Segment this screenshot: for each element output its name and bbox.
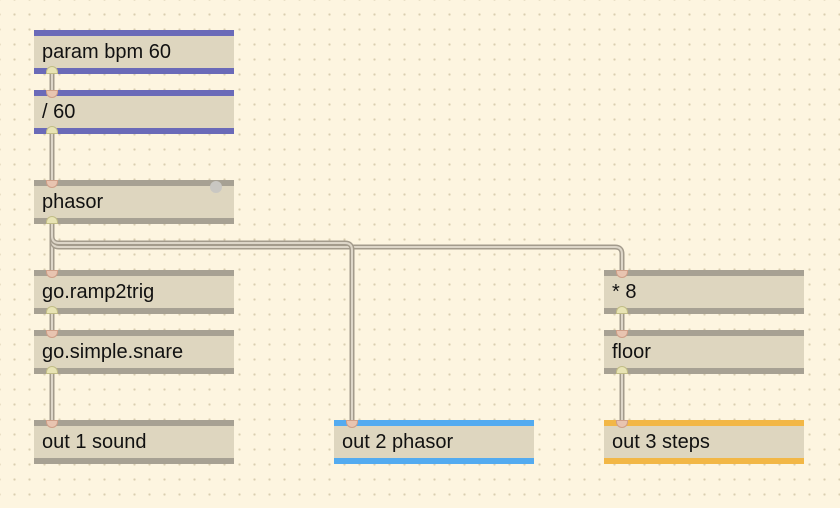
object-label: go.simple.snare [42, 341, 184, 363]
outlet-port[interactable] [46, 66, 58, 74]
inlet-port[interactable] [616, 420, 628, 428]
outlet-port[interactable] [46, 216, 58, 224]
floor-object[interactable]: floor [604, 330, 804, 374]
param-bpm-object[interactable]: param bpm 60 [34, 30, 234, 74]
out1-sound-object[interactable]: out 1 sound [34, 420, 234, 464]
object-label: go.ramp2trig [42, 281, 155, 303]
object-label: * 8 [612, 281, 637, 303]
object-label: floor [612, 341, 651, 363]
cable-phasor-to-out2[interactable] [49, 219, 355, 425]
simple-snare-object[interactable]: go.simple.snare [34, 330, 234, 374]
out2-phasor-object[interactable]: out 2 phasor [334, 420, 534, 464]
object-label: / 60 [42, 101, 76, 123]
multiply-8-object[interactable]: * 8 [604, 270, 804, 314]
outlet-port[interactable] [616, 306, 628, 314]
inlet-port[interactable] [46, 420, 58, 428]
inlet-port[interactable] [46, 90, 58, 98]
inlet-port[interactable] [46, 270, 58, 278]
out3-steps-object[interactable]: out 3 steps [604, 420, 804, 464]
outlet-port[interactable] [46, 126, 58, 134]
divide-60-object[interactable]: / 60 [34, 90, 234, 134]
object-label: out 3 steps [612, 431, 710, 453]
cable-phasor-to-mul8[interactable] [49, 219, 625, 275]
object-label: phasor [42, 191, 104, 213]
object-label: param bpm 60 [42, 41, 171, 63]
inlet-port[interactable] [616, 330, 628, 338]
object-label: out 2 phasor [342, 431, 454, 453]
outlet-port[interactable] [616, 366, 628, 374]
inlet-port[interactable] [46, 180, 58, 188]
ramp2trig-object[interactable]: go.ramp2trig [34, 270, 234, 314]
phasor-object[interactable]: phasor [34, 180, 234, 224]
outlet-port[interactable] [46, 306, 58, 314]
inlet-port[interactable] [616, 270, 628, 278]
inlet-port[interactable] [46, 330, 58, 338]
object-label: out 1 sound [42, 431, 147, 453]
inlet-port[interactable] [346, 420, 358, 428]
phasor-phase-inlet-knob[interactable] [210, 181, 222, 193]
outlet-port[interactable] [46, 366, 58, 374]
